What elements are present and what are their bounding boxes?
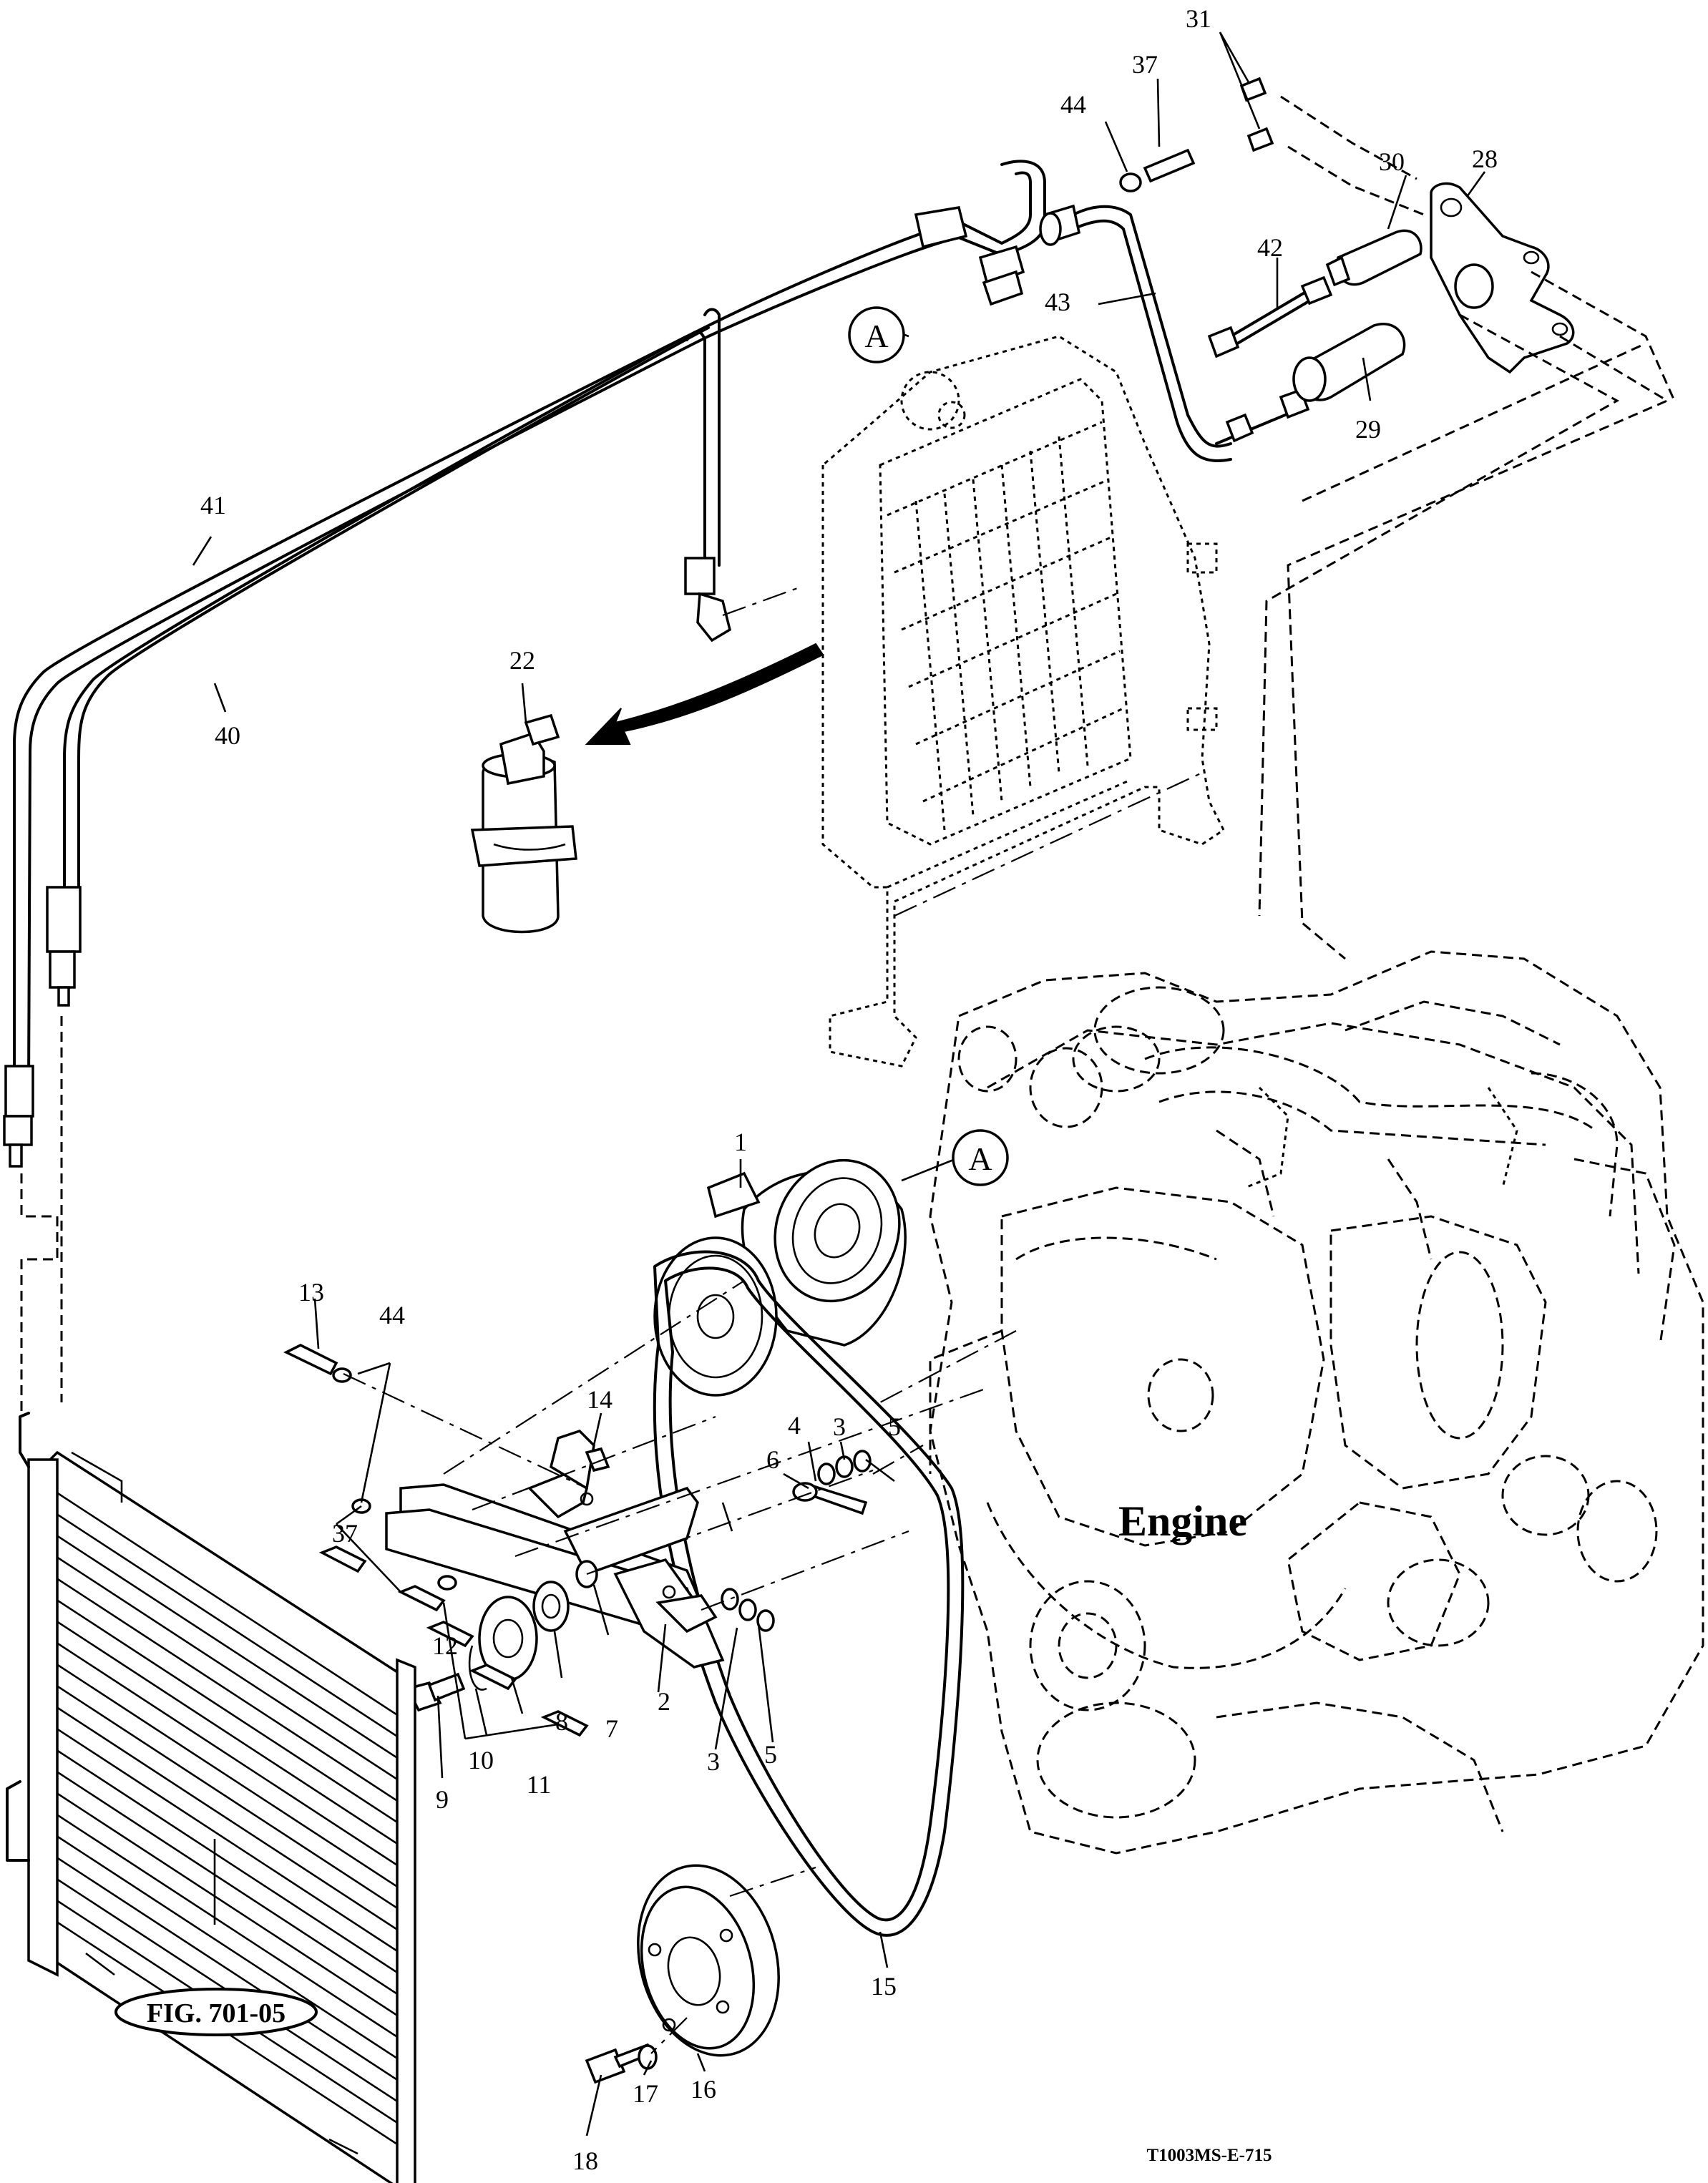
callout-42: 42 — [1257, 233, 1283, 262]
svg-text:FIG. 701-05: FIG. 701-05 — [147, 1998, 286, 2028]
pulley-16 — [637, 1864, 780, 2057]
callout-41: 41 — [200, 491, 226, 519]
connection-marker-a-bottom: A — [952, 1129, 1009, 1186]
callout-5: 5 — [888, 1412, 901, 1441]
leader-lines — [192, 31, 1486, 2136]
callout-40: 40 — [215, 721, 240, 750]
callout-43: 43 — [1045, 288, 1070, 316]
bolt-37-and-washer-44-top — [1119, 148, 1196, 192]
callout-12: 12 — [432, 1631, 458, 1660]
condenser-mount-frame — [821, 335, 1225, 1068]
figure-reference-link[interactable]: FIG. 701-05 — [114, 1988, 318, 2036]
callout-8: 8 — [555, 1707, 568, 1736]
engine-outline — [929, 950, 1704, 1855]
bracket-2 — [385, 1429, 725, 1669]
line-42 — [1207, 275, 1333, 445]
svg-text:A: A — [864, 318, 888, 354]
callout-37: 37 — [1132, 50, 1158, 79]
callout-16: 16 — [690, 2075, 716, 2104]
pressure-switch-30 — [1325, 229, 1422, 287]
callout-9: 9 — [436, 1785, 449, 1814]
fittings-top — [978, 245, 1025, 306]
receiver-dryer-22 — [470, 713, 577, 934]
callout-44: 44 — [1060, 90, 1086, 119]
callout-31: 31 — [1186, 4, 1211, 33]
hardware-7-8-11-10 — [406, 1560, 598, 1712]
callout-2: 2 — [658, 1687, 670, 1716]
callout-5: 5 — [764, 1740, 777, 1769]
hose-43 — [1039, 204, 1232, 463]
callout-44: 44 — [379, 1301, 405, 1329]
bolts-12-13-14-37-44 — [283, 1344, 610, 1737]
flow-arrow — [585, 643, 824, 745]
callout-28: 28 — [1472, 145, 1498, 173]
svg-text:A: A — [968, 1141, 992, 1177]
drawing-number: T1003MS-E-715 — [1147, 2146, 1272, 2165]
callout-15: 15 — [871, 1972, 897, 2001]
callout-10: 10 — [468, 1746, 494, 1774]
bolt-18-and-washer-17 — [585, 2043, 658, 2084]
callout-14: 14 — [587, 1385, 613, 1414]
engine-label: Engine — [1118, 1498, 1247, 1545]
callout-3: 3 — [833, 1412, 846, 1441]
callout-3: 3 — [707, 1747, 720, 1776]
callout-29: 29 — [1355, 415, 1381, 444]
pressure-switch-29 — [1292, 323, 1406, 402]
callout-1: 1 — [734, 1128, 747, 1156]
callout-13: 13 — [298, 1278, 324, 1307]
callout-4: 4 — [788, 1411, 801, 1440]
callout-6: 6 — [766, 1445, 779, 1474]
callout-22: 22 — [509, 646, 535, 675]
hose-40 — [46, 308, 732, 1007]
bracket-28 — [1430, 182, 1575, 374]
connection-marker-a-top: A — [848, 306, 905, 363]
hardware-3-4-5-6 — [721, 1450, 872, 1632]
compressor-1 — [653, 1158, 907, 1397]
callout-30: 30 — [1379, 147, 1405, 176]
callout-18: 18 — [572, 2147, 598, 2175]
bolts-31 — [1239, 77, 1274, 152]
callout-7: 7 — [605, 1714, 618, 1743]
callout-37: 37 — [332, 1519, 358, 1548]
callout-11: 11 — [527, 1770, 552, 1799]
callout-17: 17 — [633, 2079, 658, 2108]
callout-labels: 1 2 3 3 4 5 5 6 7 8 9 10 11 12 13 14 15 … — [200, 4, 1498, 2175]
